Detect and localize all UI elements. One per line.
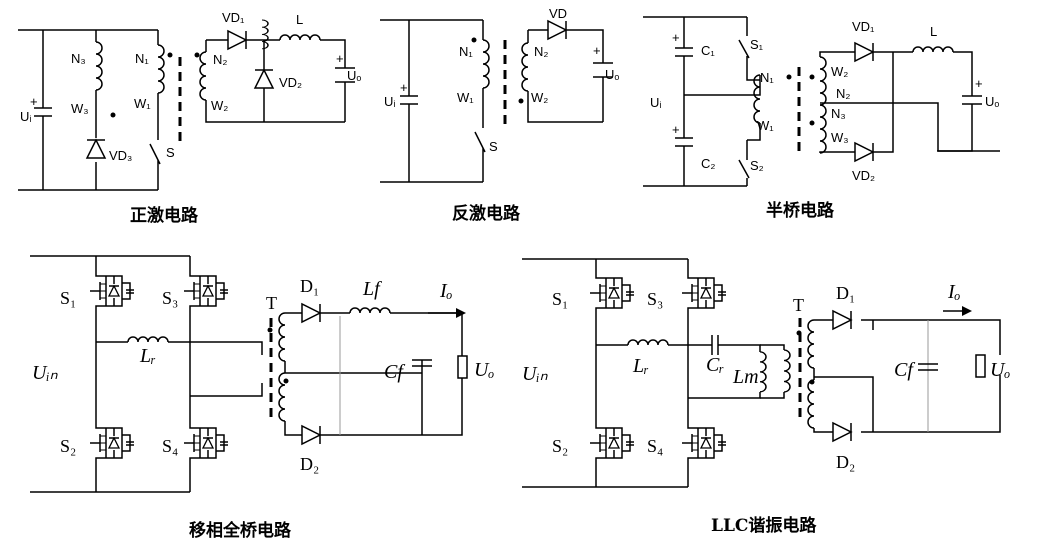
halfbridge-w3-label: W₃ — [831, 130, 849, 145]
fullbridge-circuit: Uᵢₙ S₁ S₃ S₂ S₄ Lᵣ T D₁ D₂ Lf Cf Iₒ Uₒ — [30, 19, 494, 493]
flyback-n2-label: N₂ — [534, 44, 548, 59]
forward-uo-label: Uₒ — [347, 68, 361, 83]
flyback-n1-label: N₁ — [459, 44, 473, 59]
flyback-uo-label: Uₒ — [605, 67, 619, 82]
fullbridge-d2-label: D₂ — [300, 454, 319, 474]
forward-l-label: L — [296, 12, 303, 27]
forward-w3-label: W₃ — [71, 101, 89, 116]
flyback-circuit: + Uᵢ N₁ W₁ S N₂ W₂ VD + Uₒ — [380, 6, 619, 183]
llc-uo-label: Uₒ — [990, 359, 1010, 381]
llc-d2-label: D₂ — [836, 452, 855, 472]
fullbridge-s3-label: S₃ — [162, 288, 178, 308]
llc-cr-label: Cᵣ — [706, 354, 724, 376]
llc-s3-label: S₃ — [647, 289, 663, 309]
fullbridge-d1-label: D₁ — [300, 276, 319, 296]
llc-d1-label: D₁ — [836, 283, 855, 303]
llc-lr-label: Lᵣ — [632, 355, 649, 377]
halfbridge-c1-label: C₁ — [701, 43, 715, 58]
halfbridge-uo-plus: + — [975, 76, 983, 91]
llc-t-label: T — [793, 295, 804, 315]
halfbridge-c1-plus: + — [672, 30, 680, 45]
forward-s-label: S — [166, 145, 175, 160]
llc-circuit: Uᵢₙ S₁ S₃ S₂ S₄ Lᵣ Cᵣ Lm T D₁ D₂ Cf Iₒ U… — [522, 258, 1010, 488]
caption-halfbridge: 半桥电路 — [766, 200, 835, 221]
flyback-vd-label: VD — [549, 6, 567, 21]
forward-vd1-label: VD₁ — [222, 10, 245, 25]
fullbridge-lf-label: Lf — [362, 278, 382, 300]
forward-n3-label: N₃ — [71, 51, 86, 66]
halfbridge-uo-label: Uₒ — [985, 94, 999, 109]
halfbridge-input-label: Uᵢ — [650, 95, 661, 110]
llc-s1-label: S₁ — [552, 289, 568, 309]
forward-vd2-label: VD₂ — [279, 75, 302, 90]
forward-w1-label: W₁ — [134, 96, 151, 111]
halfbridge-n2-label: N₂ — [836, 86, 850, 101]
halfbridge-s1-label: S₁ — [750, 37, 764, 52]
halfbridge-n1-label: N₁ — [760, 70, 774, 85]
fullbridge-io-label: Iₒ — [439, 280, 453, 302]
forward-circuit: + Uᵢ N₃ W₃ VD₃ N₁ W₁ S N₂ W₂ VD₁ VD₂ L +… — [18, 10, 361, 191]
flyback-input-label: Uᵢ — [384, 94, 395, 109]
fullbridge-s1-label: S₁ — [60, 288, 76, 308]
llc-s4-label: S₄ — [647, 436, 663, 456]
fullbridge-t-label: T — [266, 293, 277, 313]
forward-input-label: Uᵢ — [20, 109, 31, 124]
forward-n1-label: N₁ — [135, 51, 149, 66]
halfbridge-vd1-label: VD₁ — [852, 19, 875, 34]
caption-llc: LLC谐振电路 — [711, 515, 817, 536]
forward-vd3-label: VD₃ — [109, 148, 132, 163]
caption-flyback: 反激电路 — [452, 203, 521, 224]
flyback-plus: + — [400, 80, 408, 95]
fullbridge-cf-label: Cf — [384, 361, 405, 383]
fullbridge-s2-label: S₂ — [60, 436, 76, 456]
halfbridge-vd2-label: VD₂ — [852, 168, 875, 183]
flyback-w1-label: W₁ — [457, 90, 474, 105]
fullbridge-s4-label: S₄ — [162, 436, 178, 456]
forward-uo-plus: + — [336, 51, 344, 66]
llc-s2-label: S₂ — [552, 436, 568, 456]
caption-fullbridge: 移相全桥电路 — [189, 520, 292, 541]
fullbridge-uo-label: Uₒ — [474, 359, 494, 381]
halfbridge-l-label: L — [930, 24, 937, 39]
halfbridge-s2-label: S₂ — [750, 158, 764, 173]
halfbridge-w1-label: W₁ — [757, 118, 774, 133]
forward-n2-label: N₂ — [213, 52, 227, 67]
flyback-w2-label: W₂ — [531, 90, 548, 105]
flyback-uo-plus: + — [593, 43, 601, 58]
caption-forward: 正激电路 — [130, 205, 199, 226]
forward-w2-label: W₂ — [211, 98, 228, 113]
halfbridge-circuit: + C₁ + C₂ Uᵢ S₁ S₂ N₁ W₁ W₂ N₂ N₃ W₃ VD₁… — [643, 16, 1000, 187]
llc-cf-label: Cf — [894, 359, 915, 381]
fullbridge-input-label: Uᵢₙ — [32, 362, 59, 384]
halfbridge-c2-label: C₂ — [701, 156, 715, 171]
llc-input-label: Uᵢₙ — [522, 363, 549, 385]
halfbridge-n3-label: N₃ — [831, 106, 846, 121]
halfbridge-c2-plus: + — [672, 122, 680, 137]
fullbridge-lr-label: Lᵣ — [139, 345, 156, 367]
llc-io-label: Iₒ — [947, 281, 961, 303]
halfbridge-w2-label: W₂ — [831, 64, 848, 79]
flyback-s-label: S — [489, 139, 498, 154]
forward-plus: + — [30, 94, 38, 109]
llc-lm-label: Lm — [732, 366, 759, 388]
